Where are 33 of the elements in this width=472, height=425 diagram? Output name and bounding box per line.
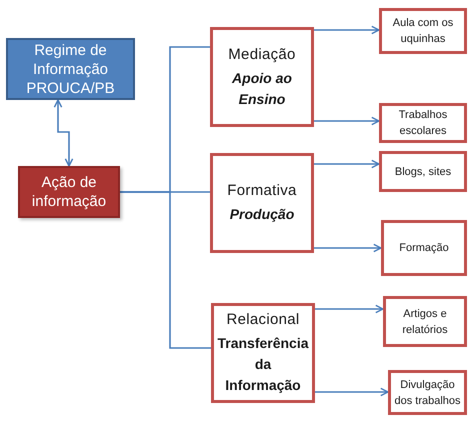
outcome-box: [379, 103, 467, 143]
outcome-box: [388, 370, 467, 415]
box-label: Aula com os uquinhas: [392, 16, 454, 47]
category-box: [211, 303, 315, 403]
outcome-box: [379, 151, 467, 192]
connector-line: [120, 191, 211, 349]
category-subtitle: Apoio ao Ensino: [230, 68, 293, 108]
box-label: Regime de Informação PROUCA/PB: [25, 40, 116, 98]
box-label: Trabalhos escolares: [398, 108, 448, 139]
box-label: Artigos e relatórios: [401, 306, 449, 338]
source-box: [6, 38, 135, 100]
box-label: Formação: [398, 241, 450, 256]
arrow: [315, 304, 384, 314]
box-label: Divulgação dos trabalhos: [393, 378, 462, 408]
outcome-box: [381, 220, 467, 276]
box-label: Blogs, sites: [394, 164, 452, 180]
category-subtitle: Produção: [230, 205, 294, 224]
arrow: [314, 116, 380, 126]
category-title: Mediação: [228, 44, 296, 64]
category-title: Formativa: [227, 181, 297, 201]
box-label: Ação de informação: [30, 173, 108, 211]
category-title: Relacional: [226, 310, 300, 330]
action-box: [18, 166, 120, 218]
outcome-box: [379, 8, 467, 54]
arrow: [314, 244, 382, 252]
category-box: [210, 27, 314, 127]
category-subtitle: Transferência da Informação: [216, 334, 310, 395]
arrow: [314, 160, 380, 168]
arrow: [54, 99, 74, 167]
outcome-box: [383, 296, 467, 347]
arrow: [314, 26, 380, 34]
arrow: [315, 388, 389, 396]
category-box: [210, 153, 314, 253]
